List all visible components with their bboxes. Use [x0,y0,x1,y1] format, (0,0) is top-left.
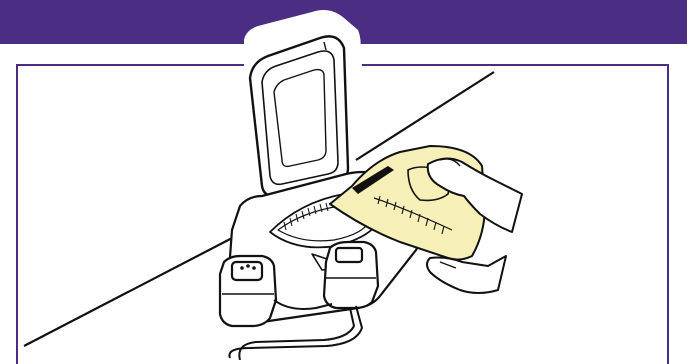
right-pump-unit [324,242,378,308]
left-pump-unit [220,256,276,326]
lower-hand [427,256,506,293]
open-lid [250,36,348,196]
